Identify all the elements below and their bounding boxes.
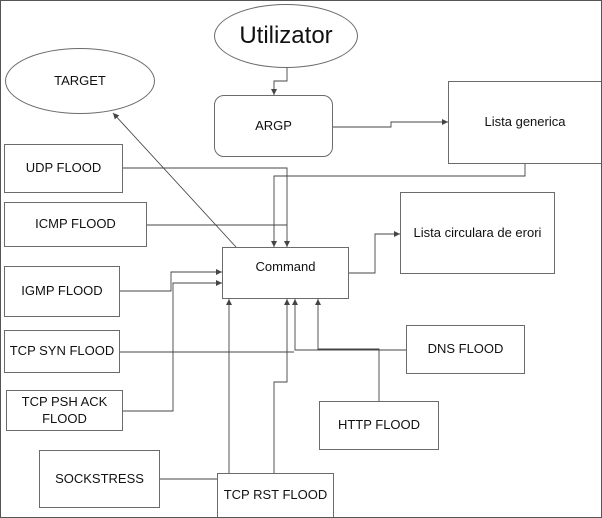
- node-sockstress: SOCKSTRESS: [39, 450, 160, 508]
- edge-tcp-rst-command: [273, 299, 290, 473]
- node-argp: ARGP: [214, 95, 333, 157]
- node-dns-flood: DNS FLOOD: [406, 325, 525, 374]
- node-tcp-psh-ack-flood: TCP PSH ACK FLOOD: [6, 390, 123, 431]
- node-tcp-rst-flood: TCP RST FLOOD: [217, 473, 334, 517]
- edge-utilizator-argp: [271, 68, 288, 95]
- node-target: TARGET: [5, 48, 155, 114]
- node-icmp-flood: ICMP FLOOD: [4, 202, 147, 247]
- node-command: Command: [222, 247, 349, 299]
- edge-lista-generica-command: [271, 164, 526, 247]
- edge-igmp-command: [120, 269, 222, 292]
- node-udp-flood: UDP FLOOD: [4, 144, 123, 193]
- node-lista-circulara-de-erori: Lista circulara de erori: [400, 192, 555, 274]
- node-tcp-syn-flood: TCP SYN FLOOD: [4, 330, 120, 373]
- edge-psh-ack-command: [123, 280, 222, 412]
- node-http-flood: HTTP FLOOD: [319, 401, 439, 450]
- edge-command-target: [112, 112, 237, 248]
- node-utilizator: Utilizator: [214, 4, 358, 68]
- edge-udp-command: [123, 167, 290, 247]
- node-igmp-flood: IGMP FLOOD: [4, 266, 120, 317]
- edge-argp-lista-generica: [333, 119, 448, 128]
- edge-http-command: [315, 299, 380, 401]
- node-lista-generica: Lista generica: [448, 81, 601, 164]
- edge-command-lista-circulara: [349, 231, 400, 274]
- edge-dns-command: [292, 299, 406, 351]
- edge-sockstress-command: [160, 299, 232, 480]
